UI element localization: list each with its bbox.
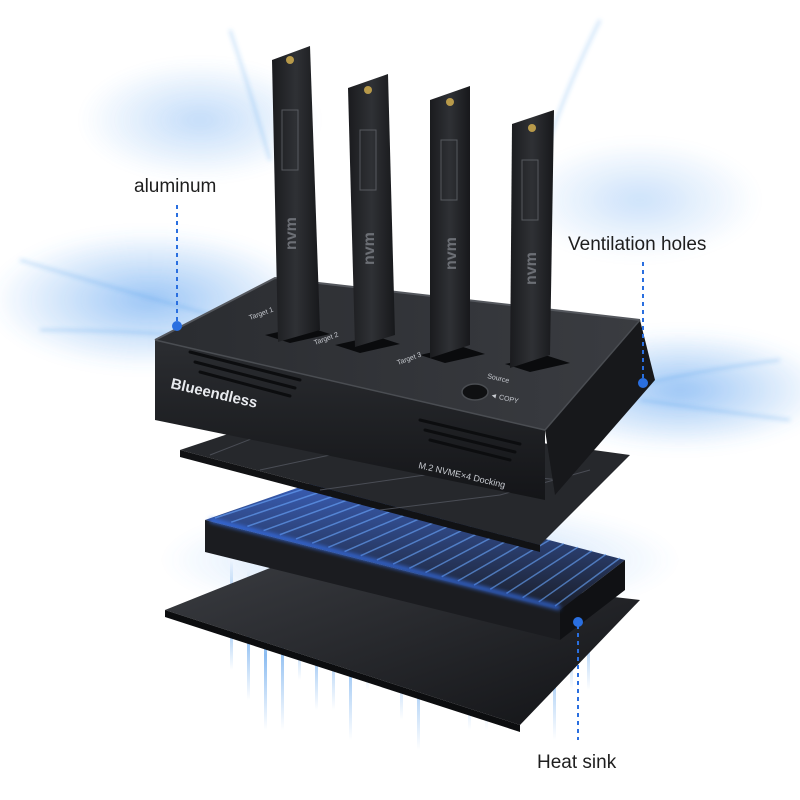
ssd-drive-3 — [430, 86, 470, 358]
drive-logo: nvm — [283, 217, 300, 250]
heat-sink-fin — [489, 542, 565, 590]
heat-sink-fin — [522, 550, 593, 599]
ssd-drive-2 — [348, 74, 395, 347]
ssd-drive-1 — [272, 46, 320, 342]
source-label: Source — [487, 373, 510, 385]
ssd-drive-4 — [510, 110, 554, 368]
heat-sink-callout: Heat sink — [537, 752, 617, 773]
heat-sink-fin — [506, 546, 579, 595]
aluminum-callout: aluminum — [134, 176, 217, 197]
drive-logo: nvm — [443, 237, 460, 270]
ventilation-holes-callout: Ventilation holes — [568, 234, 707, 255]
airflow-beam — [264, 580, 267, 730]
copy-button — [461, 383, 489, 401]
ssd-drives: nvm nvm nvm nvm — [272, 46, 554, 368]
drive-logo: nvm — [361, 232, 378, 265]
drive-logo: nvm — [523, 252, 540, 285]
heat-sink-fin — [554, 557, 621, 607]
heat-sink-fin — [538, 553, 607, 603]
